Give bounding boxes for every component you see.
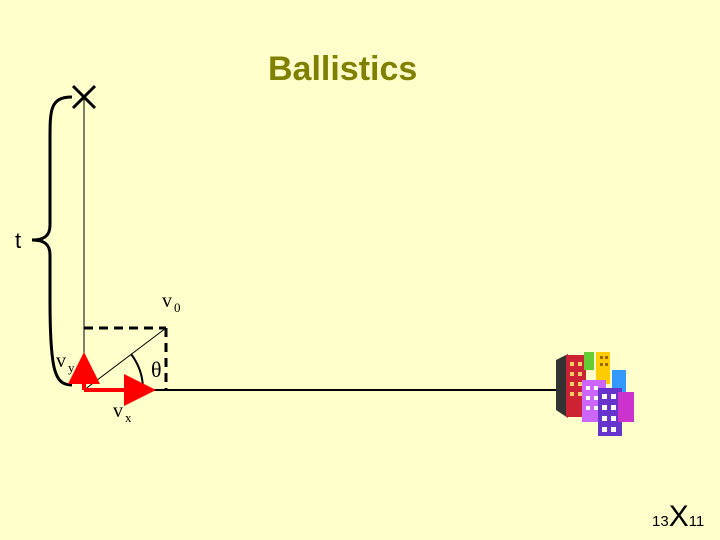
time-brace	[32, 97, 72, 385]
vx-label-main: v	[113, 400, 123, 422]
theta-arc	[131, 354, 143, 390]
vx-label-sub: x	[125, 410, 132, 425]
slide-number-right: 11	[689, 513, 705, 530]
vy-label-main: v	[56, 350, 66, 372]
slide-number-mid: X	[669, 500, 689, 533]
v0-label-main: v	[162, 290, 172, 312]
slide-number-left: 13	[652, 513, 669, 530]
slide-number: 13X11	[652, 500, 704, 534]
v0-label-sub: 0	[174, 300, 181, 315]
theta-label: θ	[151, 357, 162, 383]
vy-label-sub: y	[68, 360, 75, 375]
city-buildings-icon	[556, 352, 634, 436]
time-label: t	[15, 228, 21, 254]
